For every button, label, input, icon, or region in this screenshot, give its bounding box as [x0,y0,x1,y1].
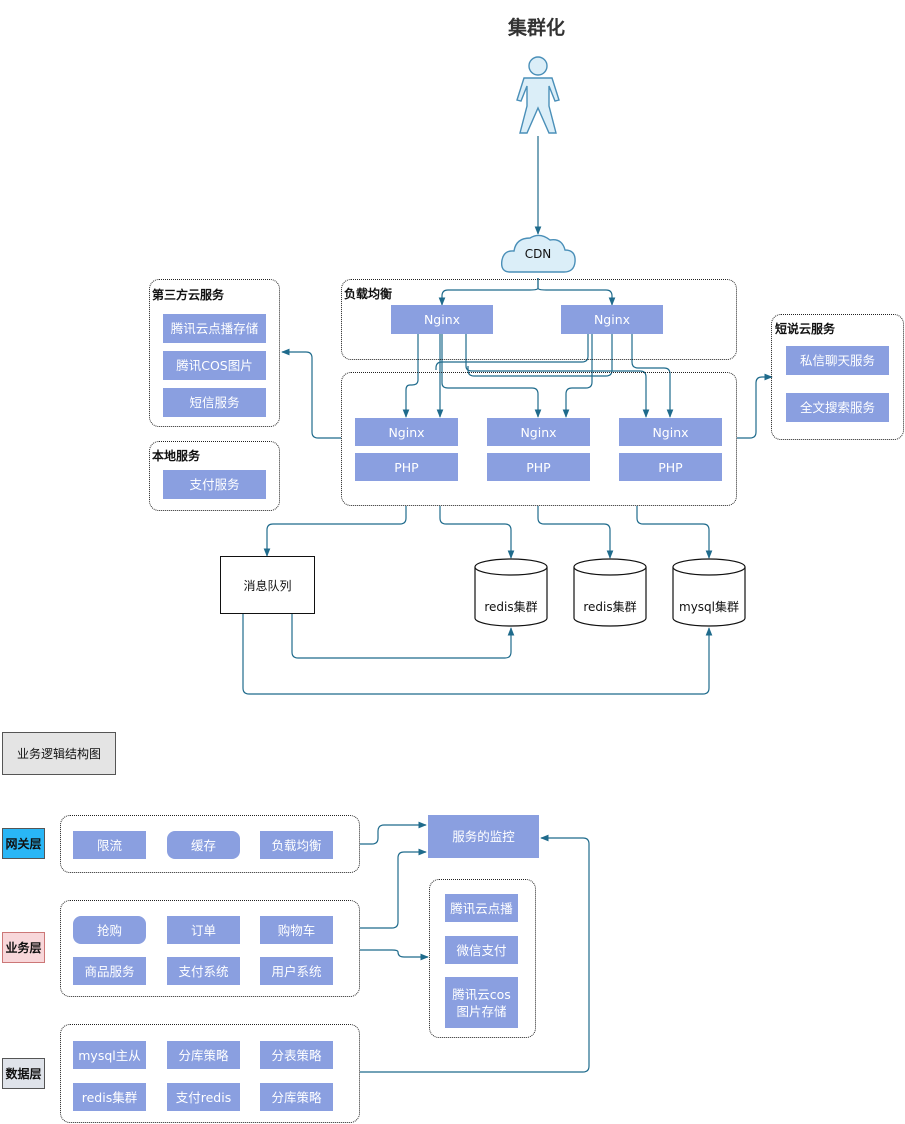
business-item: 支付系统 [167,957,240,985]
external-service-item: 腾讯云cos图片存储 [445,977,518,1028]
data-group [60,1024,360,1123]
edge-lb1-app2 [441,334,542,418]
local-service-item: 支付服务 [163,470,266,499]
third-party-group [149,279,280,427]
data-item: redis集群 [73,1083,146,1111]
edge-app-redis1 [439,506,515,559]
layer-business-label: 业务层 [2,932,45,963]
app-nginx: Nginx [619,418,722,446]
edge-app-queue [263,506,407,557]
db-label: redis集群 [484,600,538,614]
edge-app-mysql [636,506,713,559]
edge-app-third [281,348,341,439]
edge-app-short [737,373,773,439]
business-item: 订单 [167,916,240,944]
lb-nginx-1: Nginx [391,305,493,334]
edge-cdn-lb2 [537,278,616,306]
edge-app-redis2 [537,506,614,559]
app-php: PHP [619,453,722,481]
data-item: 分库策略 [167,1041,240,1069]
edge-lb1-app1a [402,334,419,418]
edge-lb2-app1 [435,334,589,370]
edge-lb2-app3 [631,334,674,418]
business-group [60,900,360,997]
short-cloud-group [771,314,904,440]
third-party-item: 腾讯云点播存储 [163,314,266,343]
edge-lb1-app3 [465,334,650,418]
gateway-group [60,815,360,873]
data-item: 分表策略 [260,1041,333,1069]
third-party-label: 第三方云服务 [152,288,225,302]
edge-business-monitor [360,848,427,929]
service-monitor: 服务的监控 [428,815,539,858]
third-party-item: 短信服务 [163,388,266,417]
external-service-item: 微信支付 [445,936,518,964]
page-title: 集群化 [508,17,566,39]
gateway-item: 限流 [73,831,146,859]
third-party-item: 腾讯COS图片 [163,351,266,380]
edge-data-monitor [360,834,590,1073]
edge-business-ext [360,949,429,961]
edge-queue-mysql [242,614,713,695]
external-services-group [429,879,536,1038]
business-item: 商品服务 [73,957,146,985]
data-item: 支付redis [167,1083,240,1111]
db-label: redis集群 [583,600,637,614]
short-cloud-label: 短说云服务 [775,322,836,336]
cdn-label: CDN [524,247,552,261]
data-item: mysql主从 [73,1041,146,1069]
layer-gateway-label: 网关层 [2,828,45,859]
app-nginx: Nginx [487,418,590,446]
gateway-item: 缓存 [167,831,240,859]
edge-lb2-app2 [562,334,593,418]
business-item: 抢购 [73,916,146,944]
lb-nginx-2: Nginx [561,305,663,334]
app-server-group [341,372,737,506]
business-item: 用户系统 [260,957,333,985]
db-label: mysql集群 [679,600,739,614]
app-nginx: Nginx [355,418,458,446]
edge-gateway-monitor [360,821,427,845]
app-php: PHP [355,453,458,481]
edge-cdn-lb1 [438,278,539,306]
layer-data-label: 数据层 [2,1058,45,1089]
load-balancer-label: 负载均衡 [344,287,393,301]
app-php: PHP [487,453,590,481]
external-service-item: 腾讯云点播 [445,894,518,922]
short-cloud-item: 全文搜索服务 [786,393,889,422]
data-item: 分库策略 [260,1083,333,1111]
gateway-item: 负载均衡 [260,831,333,859]
local-service-label: 本地服务 [152,449,201,463]
business-item: 购物车 [260,916,333,944]
load-balancer-group [341,279,737,360]
logic-title: 业务逻辑结构图 [2,732,116,775]
local-service-group [149,441,280,511]
message-queue: 消息队列 [220,556,315,614]
edge-queue-redis [291,614,515,659]
short-cloud-item: 私信聊天服务 [786,346,889,375]
